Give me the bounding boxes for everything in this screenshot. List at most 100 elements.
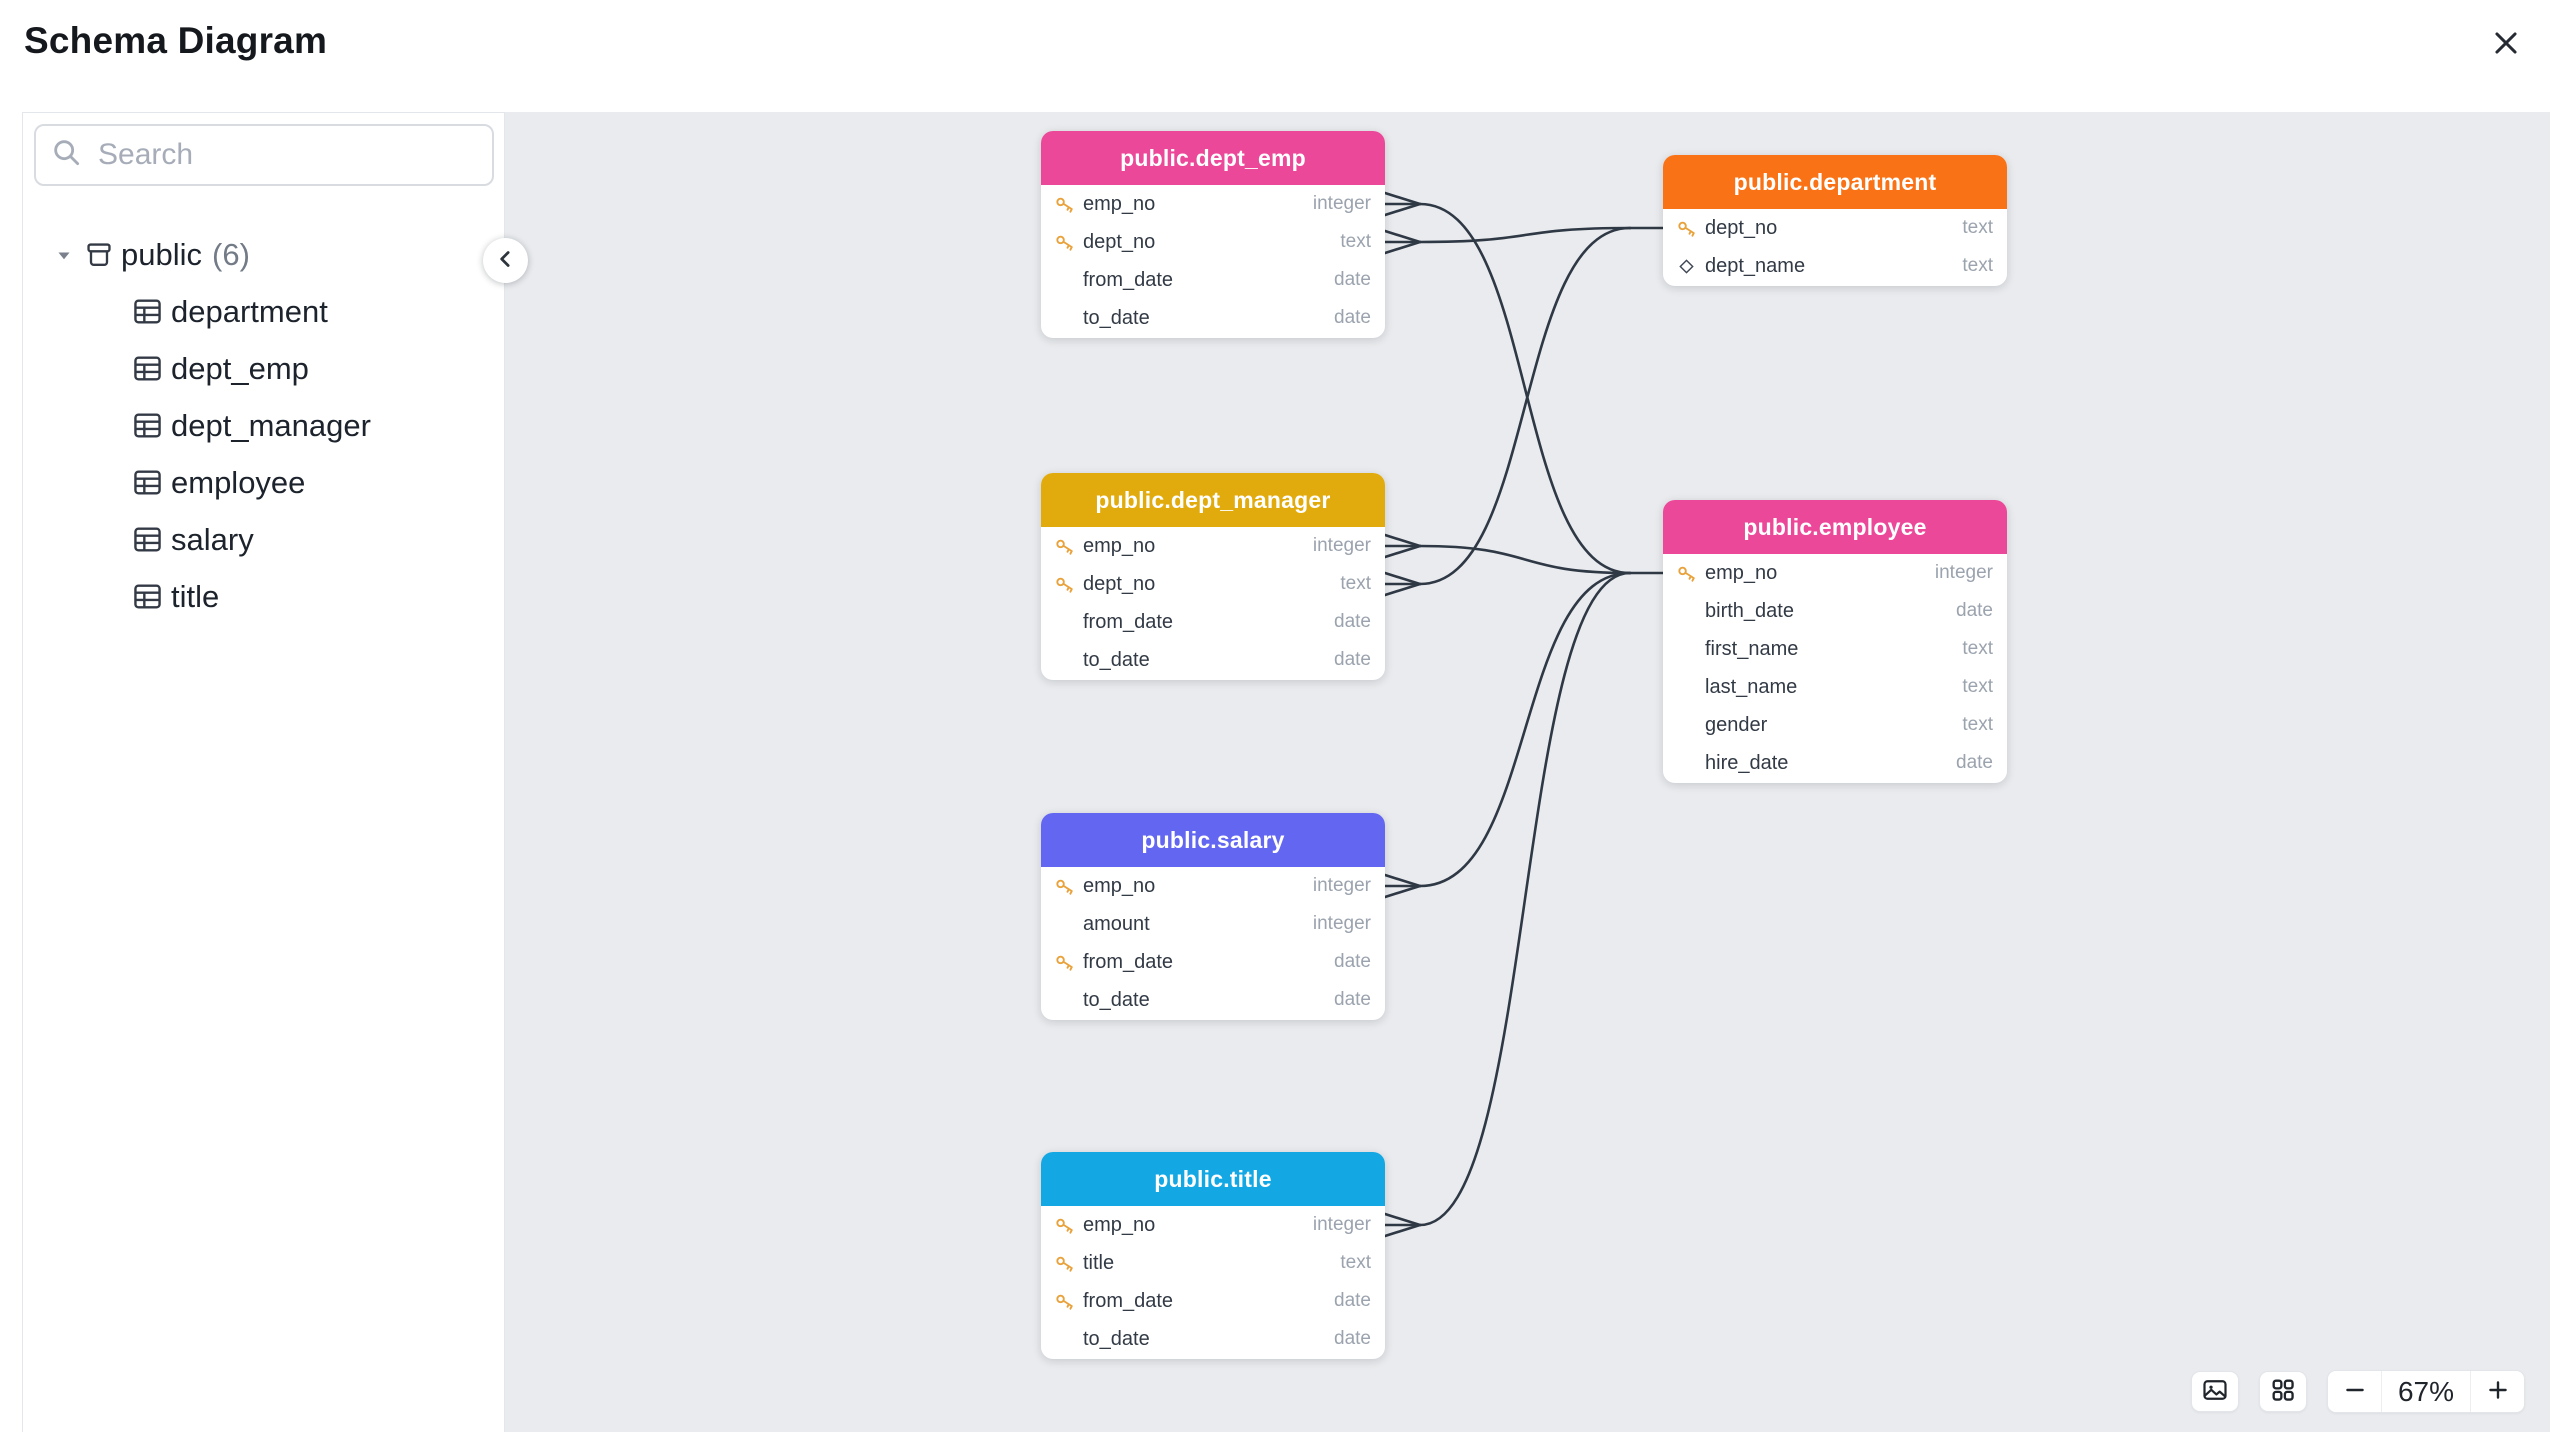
crow-foot-icon [1383, 1212, 1422, 1227]
column-type: integer [1312, 193, 1371, 214]
column-row-emp_no: emp_no integer [1663, 554, 2007, 592]
table-icon [131, 409, 171, 442]
primary-key-icon [1055, 952, 1083, 973]
zoom-level: 67% [2381, 1371, 2471, 1412]
minus-icon [2342, 1377, 2368, 1406]
primary-key-icon [1055, 1253, 1083, 1274]
column-name: gender [1705, 713, 1768, 736]
search-box [34, 124, 494, 186]
column-name: dept_no [1705, 216, 1778, 239]
table-node-title: public.title [1041, 1152, 1385, 1206]
auto-layout-button[interactable] [2259, 1371, 2307, 1412]
close-icon [2489, 26, 2523, 63]
zoom-out-button[interactable] [2328, 1371, 2381, 1412]
close-button[interactable] [2488, 26, 2524, 62]
schema-icon [83, 239, 121, 271]
crow-foot-icon [1383, 544, 1422, 559]
column-type: text [1962, 714, 1993, 735]
column-name: to_date [1083, 988, 1150, 1011]
column-row-to_date: to_date date [1041, 299, 1385, 337]
column-name: title [1083, 1251, 1115, 1274]
column-row-gender: gender text [1663, 706, 2007, 744]
crow-foot-icon [1383, 582, 1422, 597]
table-icon [131, 580, 171, 613]
table-node-title: public.department [1663, 155, 2007, 209]
column-name: first_name [1705, 637, 1799, 660]
crow-foot-icon [1383, 533, 1422, 548]
column-name: to_date [1083, 306, 1150, 329]
unique-constraint-icon [1677, 257, 1705, 276]
relationship-edge-title-employee [1418, 571, 1632, 1227]
chevron-left-icon [493, 246, 519, 275]
sidebar-item-employee[interactable]: employee [23, 454, 504, 511]
zoom-in-button[interactable] [2471, 1371, 2524, 1412]
sidebar-item-dept_manager[interactable]: dept_manager [23, 397, 504, 454]
table-node-title: public.salary [1041, 813, 1385, 867]
primary-key-icon [1055, 1215, 1083, 1236]
column-type: text [1340, 231, 1371, 252]
table-name-label: dept_emp [171, 350, 309, 386]
column-row-to_date: to_date date [1041, 641, 1385, 679]
table-node-title: public.dept_manager [1041, 473, 1385, 527]
crow-foot-icon [1383, 873, 1422, 888]
sidebar-collapse-button[interactable] [483, 238, 528, 283]
column-name: dept_no [1083, 572, 1156, 595]
column-type: text [1340, 573, 1371, 594]
column-name: emp_no [1083, 874, 1156, 897]
column-name: emp_no [1705, 561, 1778, 584]
image-icon [2201, 1376, 2229, 1407]
column-type: date [1334, 649, 1371, 670]
crow-foot-icon [1383, 240, 1422, 255]
sidebar-item-dept_emp[interactable]: dept_emp [23, 340, 504, 397]
top-bar: Schema Diagram [0, 0, 2550, 112]
column-type: text [1340, 1252, 1371, 1273]
relationship-edge-dept_manager-department [1418, 226, 1632, 586]
download-image-button[interactable] [2191, 1371, 2239, 1412]
column-name: dept_no [1083, 230, 1156, 253]
column-name: dept_name [1705, 254, 1806, 277]
sidebar-item-title[interactable]: title [23, 568, 504, 625]
plus-icon [2485, 1377, 2511, 1406]
primary-key-icon [1055, 574, 1083, 595]
column-type: integer [1312, 913, 1371, 934]
table-name-label: title [171, 578, 220, 614]
column-type: date [1956, 600, 1993, 621]
column-name: from_date [1083, 1289, 1174, 1312]
column-type: date [1334, 1328, 1371, 1349]
table-name-label: dept_manager [171, 407, 371, 443]
sidebar-item-salary[interactable]: salary [23, 511, 504, 568]
column-type: date [1334, 307, 1371, 328]
column-type: date [1334, 611, 1371, 632]
search-input[interactable] [96, 137, 478, 173]
table-icon [131, 466, 171, 499]
caret-down-icon[interactable] [53, 244, 83, 266]
column-type: date [1334, 269, 1371, 290]
search-icon [50, 136, 84, 175]
column-name: to_date [1083, 648, 1150, 671]
column-name: birth_date [1705, 599, 1794, 622]
column-row-dept_no: dept_no text [1041, 565, 1385, 603]
column-type: text [1962, 638, 1993, 659]
sidebar-item-schema-public[interactable]: public (6) [23, 226, 504, 283]
sidebar-item-department[interactable]: department [23, 283, 504, 340]
column-type: text [1962, 676, 1993, 697]
column-type: integer [1934, 562, 1993, 583]
table-icon [131, 523, 171, 556]
